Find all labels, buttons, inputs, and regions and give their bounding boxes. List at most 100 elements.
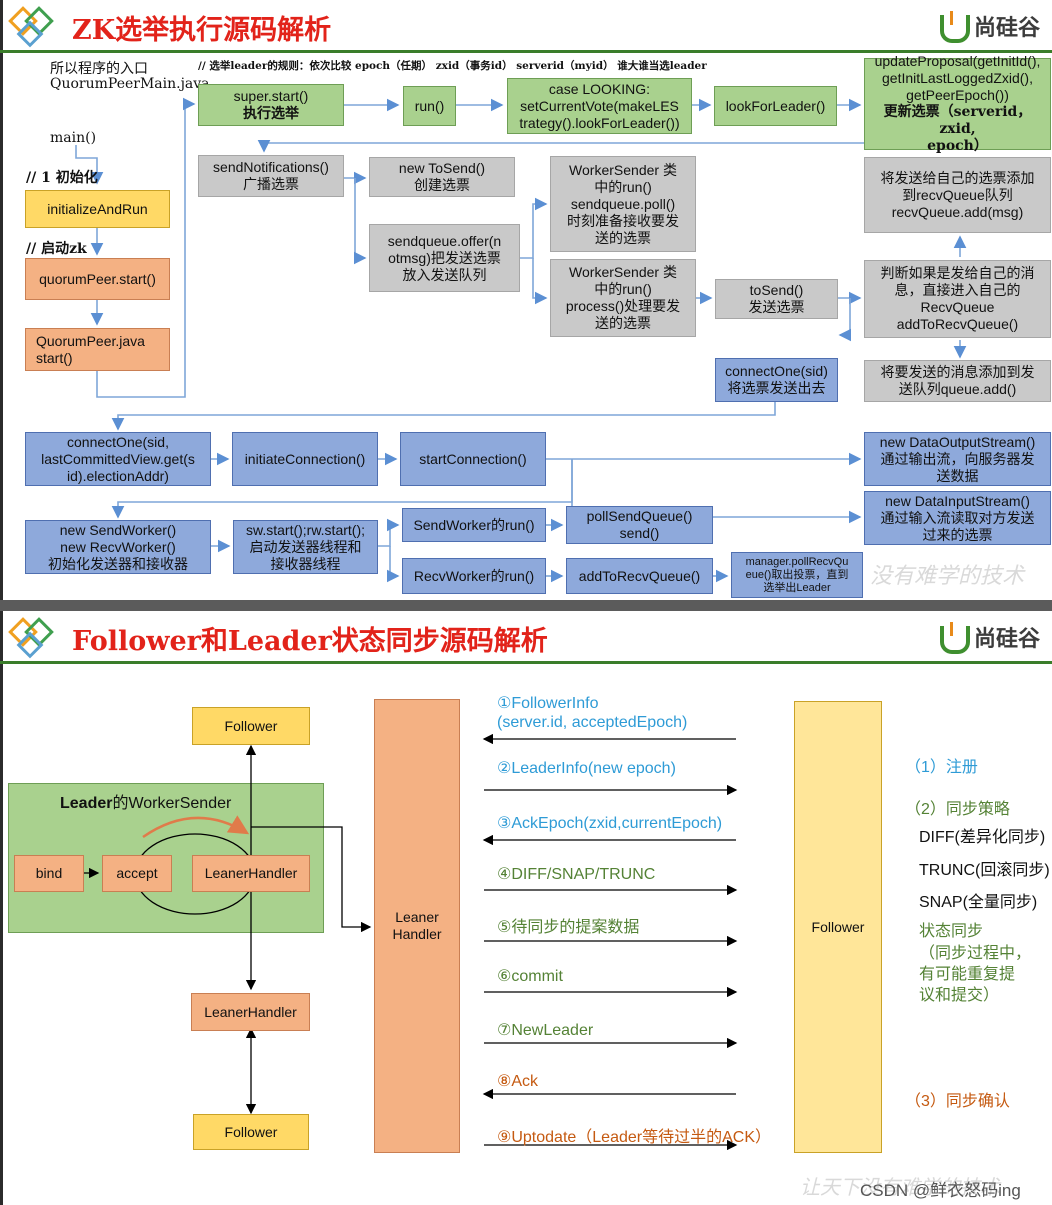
note-sync-confirm: （3）同步确认 xyxy=(905,1093,1010,1110)
data-input-line2: 通过输入流读取对方发送 xyxy=(880,509,1035,526)
connect-one-line2: lastCommittedView.get(s xyxy=(41,450,195,467)
worker-sender-poll-box: WorkerSender 类中的run()sendqueue.poll()时刻准… xyxy=(550,156,696,252)
worker-sender-process-line4: 送的选票 xyxy=(595,315,651,331)
msg-follower-info: ①FollowerInfo xyxy=(497,695,599,712)
initialize-and-run-label: initializeAndRun xyxy=(47,200,148,217)
logo-icon xyxy=(8,6,54,48)
watermark: 没有难学的技术 xyxy=(870,564,1025,589)
connect-one-sid-box: connectOne(sid)将选票发送出去 xyxy=(715,358,838,402)
leaner-handler-inner-box: LeanerHandler xyxy=(192,855,310,892)
queue-add-line2: 送队列queue.add() xyxy=(898,381,1017,397)
worker-sender-poll-line2: 中的run() xyxy=(594,178,652,195)
case-looking-line1: case LOOKING: xyxy=(548,80,651,97)
data-output-stream-box: new DataOutputStream()通过输出流，向服务器发送数据 xyxy=(864,432,1051,486)
data-output-line1: new DataOutputStream() xyxy=(879,433,1036,450)
new-send-worker-line1: new SendWorker() xyxy=(59,521,177,538)
leader-group-label: Leader的WorkerSender xyxy=(60,789,231,813)
judge-self-line1: 判断如果是发给自己的消 xyxy=(880,265,1035,281)
worker-sender-poll-line5: 送的选票 xyxy=(595,229,651,246)
leaner-handler-mid-label: LeanerHandler xyxy=(204,1003,297,1020)
case-looking-line2: setCurrentVote(makeLES xyxy=(520,97,679,114)
note-diff: DIFF(差异化同步) xyxy=(919,829,1046,846)
queue-add-line1: 将要发送的消息添加到发 xyxy=(880,364,1035,380)
send-worker-run-label: SendWorker的run() xyxy=(413,516,535,533)
sync-flow-lines xyxy=(84,733,738,1151)
entry-text: 所以程序的入口 xyxy=(50,61,148,77)
send-notifications-line2: 广播选票 xyxy=(243,176,299,192)
new-send-worker-line3: 初始化发送器和接收器 xyxy=(48,555,188,572)
note-state-sync: 状态同步 xyxy=(919,923,984,940)
sw-start-line1: sw.start();rw.start(); xyxy=(246,521,365,538)
new-to-send-box: new ToSend()创建选票 xyxy=(369,157,515,197)
recv-queue-add-line3: recvQueue.add(msg) xyxy=(891,203,1024,220)
follower-top-box: Follower xyxy=(192,707,310,745)
update-proposal-line5: epoch） xyxy=(927,138,988,154)
csdn-credit: CSDN @鲜衣怒码ing xyxy=(860,1181,1021,1200)
super-start-line2: 执行选举 xyxy=(243,105,299,121)
run-label: run() xyxy=(414,97,445,114)
add-to-recv-queue-label: addToRecvQueue() xyxy=(578,567,701,584)
poll-send-queue-line2: send() xyxy=(619,525,660,541)
msg-diff-snap-trunc: ④DIFF/SNAP/TRUNC xyxy=(497,866,656,883)
initiate-connection-box: initiateConnection() xyxy=(232,432,378,486)
super-start-line1: super.start() xyxy=(233,88,309,104)
note-trunc: TRUNC(回滚同步) xyxy=(919,862,1050,879)
to-send-line2: 发送选票 xyxy=(748,299,805,315)
left-border xyxy=(0,611,3,1205)
bind-label: bind xyxy=(35,865,63,881)
election-rule: // 选举leader的规则：依次比较 epoch（任期） zxid（事务id）… xyxy=(198,60,707,72)
leader-group-label-rest: 的WorkerSender xyxy=(112,795,232,812)
entry-file: QuorumPeerMain.java xyxy=(50,76,210,92)
new-to-send-line2: 创建选票 xyxy=(414,177,470,193)
judge-self-line2: 息，直接进入自己的 xyxy=(894,282,1021,298)
queue-add-box: 将要发送的消息添加到发送队列queue.add() xyxy=(864,360,1051,402)
comment-start: // 启动zk xyxy=(26,241,87,257)
msg-uptodate: ⑨Uptodate（Leader等待过半的ACK） xyxy=(497,1129,772,1146)
follower-top-label: Follower xyxy=(224,717,278,734)
worker-sender-process-box: WorkerSender 类中的run()process()处理要发送的选票 xyxy=(550,259,696,337)
panel-title: ZK选举执行源码解析 xyxy=(72,15,332,46)
super-start-box: super.start()执行选举 xyxy=(198,84,344,126)
brand-logo: 尚硅谷 xyxy=(939,621,1040,655)
note-state-sync-detail-3: 议和提交） xyxy=(919,987,1000,1004)
worker-sender-process-line3: process()处理要发 xyxy=(565,298,681,314)
recv-queue-add-line2: 到recvQueue队列 xyxy=(902,186,1013,203)
poll-send-queue-box: pollSendQueue()send() xyxy=(566,506,713,544)
quorum-peer-java-line2: start() xyxy=(36,349,73,366)
msg-ack: ⑧Ack xyxy=(497,1073,539,1090)
follower-lane: Follower xyxy=(794,701,882,1153)
worker-sender-process-line2: 中的run() xyxy=(594,281,652,297)
look-for-leader-label: lookForLeader() xyxy=(725,97,826,114)
msg-follower-info-detail: (server.id, acceptedEpoch) xyxy=(497,714,688,731)
to-send-box: toSend()发送选票 xyxy=(715,279,838,319)
bind-box: bind xyxy=(14,855,84,892)
sendqueue-offer-line2: otmsg)把发送选票 xyxy=(388,249,501,266)
accept-label: accept xyxy=(116,865,158,881)
comment-init: // 1 初始化 xyxy=(26,170,98,186)
case-looking-line3: trategy().lookForLeader()) xyxy=(519,114,680,131)
title-divider xyxy=(0,50,1052,53)
sendqueue-offer-line3: 放入发送队列 xyxy=(402,266,487,283)
msg-leader-info: ②LeaderInfo(new epoch) xyxy=(497,760,676,777)
quorum-peer-start-label: quorumPeer.start() xyxy=(39,270,156,287)
run-box: run() xyxy=(403,86,456,126)
main-text: main() xyxy=(50,130,97,146)
manager-poll-line2: eue()取出投票，直到 xyxy=(745,568,849,581)
note-sync-strategy: （2）同步策略 xyxy=(905,801,1010,818)
quorum-peer-java-line1: QuorumPeer.java xyxy=(36,332,145,349)
leaner-handler-inner-label: LeanerHandler xyxy=(204,865,298,881)
judge-self-line4: addToRecvQueue() xyxy=(896,316,1019,332)
worker-sender-process-line1: WorkerSender 类 xyxy=(569,264,677,280)
add-to-recv-queue-box: addToRecvQueue() xyxy=(566,558,713,594)
note-state-sync-detail-2: 有可能重复提 xyxy=(919,966,1016,983)
connect-one-line3: id).electionAddr) xyxy=(67,467,169,484)
data-output-line2: 通过输出流，向服务器发 xyxy=(880,450,1035,467)
leaner-handler-mid-box: LeanerHandler xyxy=(191,993,310,1031)
judge-self-line3: RecvQueue xyxy=(920,299,995,315)
